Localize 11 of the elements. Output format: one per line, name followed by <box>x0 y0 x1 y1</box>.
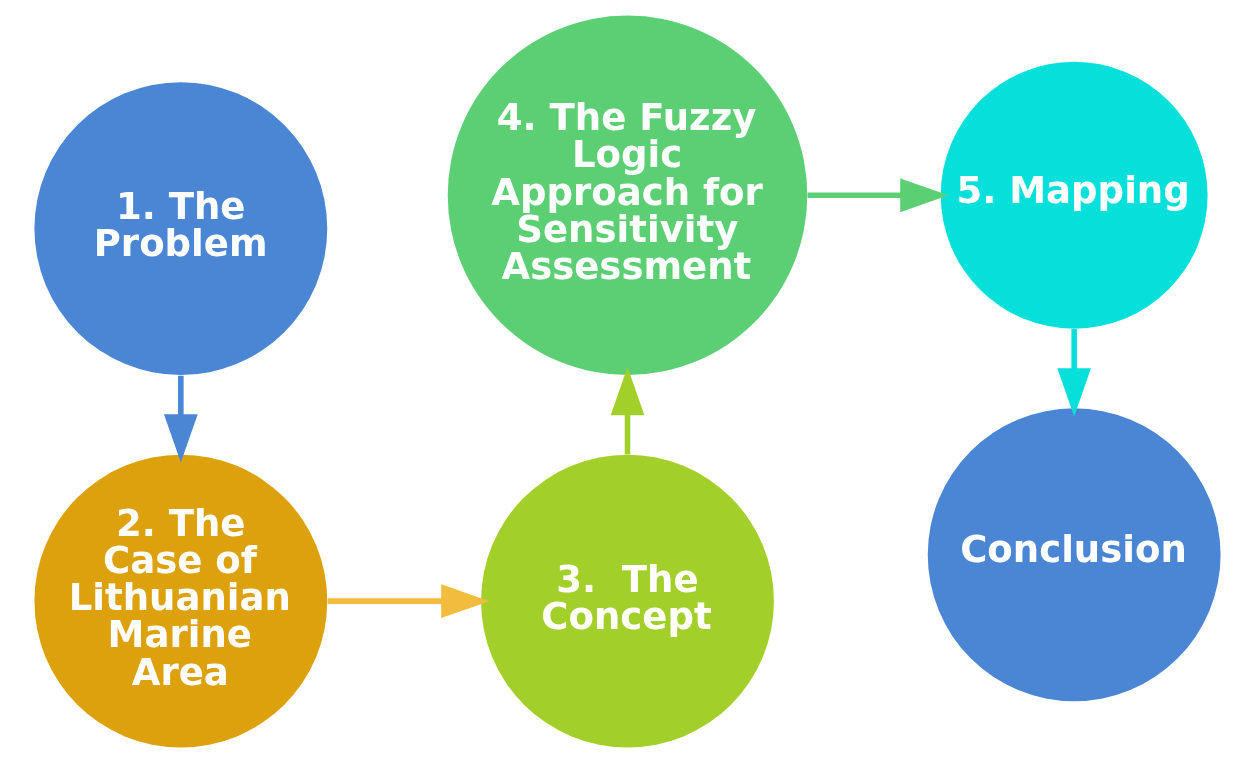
arrow <box>807 178 948 213</box>
node-circle: 4. The Fuzzy Logic Approach for Sensitivity Assessment <box>447 15 807 375</box>
node-circle: 1. The Problem <box>33 82 327 375</box>
node-circle: 3. The Concept <box>480 454 774 748</box>
arrow <box>1056 329 1091 417</box>
arrow <box>610 367 644 455</box>
node-circle: Conclusion <box>927 408 1221 702</box>
arrow <box>163 375 198 463</box>
node-circle: 2. The Case of Lithuanian Marine Area <box>33 454 327 748</box>
node-circle: 5. Mapping <box>940 61 1208 329</box>
arrow <box>327 584 489 618</box>
